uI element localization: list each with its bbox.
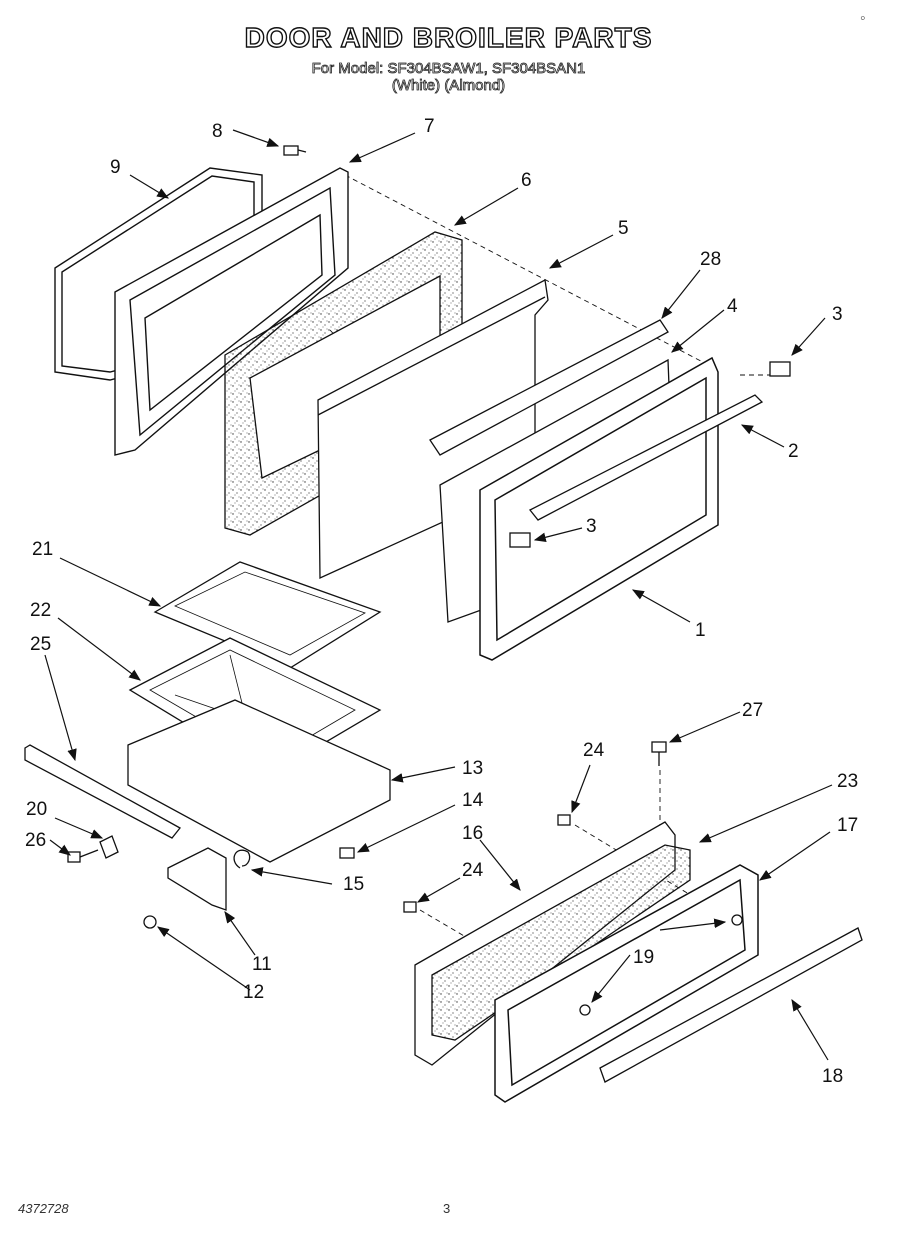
part-2-handle	[528, 394, 764, 521]
part-15-spring-clip	[233, 849, 251, 869]
callout-9: 9	[110, 157, 121, 178]
part-17-drawer-front	[494, 864, 759, 1103]
callout-19: 19	[633, 947, 654, 968]
callout-24-upper: 24	[583, 740, 605, 761]
callout-20: 20	[26, 799, 47, 820]
callout-4: 4	[727, 296, 738, 317]
part-3-handle-cap	[509, 361, 791, 548]
callout-3-lower: 3	[586, 516, 597, 537]
callout-8: 8	[212, 121, 223, 142]
part-26-screw	[67, 849, 99, 863]
callout-7: 7	[424, 116, 435, 137]
part-11-bracket	[167, 847, 227, 911]
part-19-washer	[579, 914, 743, 1016]
page-title: DOOR AND BROILER PARTS	[244, 21, 653, 53]
callout-27: 27	[742, 700, 763, 721]
color-line: (White) (Almond)	[391, 77, 506, 95]
callout-labels: 1 2 3 3 4 5 6 7 8 9 11 12 13 14 15 16 17…	[25, 116, 858, 1087]
part-24-screw	[403, 814, 571, 913]
part-8-screw	[283, 145, 307, 156]
part-5-inner-panel	[317, 278, 549, 580]
callout-23: 23	[837, 771, 858, 792]
callout-6: 6	[521, 170, 532, 191]
corner-mark: ◦	[860, 10, 866, 27]
leader-lines	[44, 129, 833, 1061]
callout-18: 18	[822, 1066, 843, 1087]
model-line: For Model: SF304BSAW1, SF304BSAN1	[311, 60, 586, 78]
part-18-trim	[599, 927, 863, 1083]
callout-3-upper: 3	[832, 304, 843, 325]
doc-code: 4372728	[18, 1201, 69, 1216]
part-21-broiler-grid	[153, 561, 382, 669]
callout-22: 22	[30, 600, 51, 621]
callout-14: 14	[462, 790, 484, 811]
page-number: 3	[443, 1201, 451, 1216]
callout-25: 25	[30, 634, 51, 655]
callout-28: 28	[700, 249, 721, 270]
callout-24-lower: 24	[462, 860, 484, 881]
part-7-outer-door	[114, 167, 349, 456]
callout-11: 11	[252, 954, 272, 975]
part-27-screw	[651, 741, 667, 766]
callout-21: 21	[32, 539, 53, 560]
callout-1: 1	[695, 620, 706, 641]
part-23-insulation	[431, 844, 691, 1041]
part-1-front-door	[479, 356, 719, 661]
callout-15: 15	[343, 874, 364, 895]
callout-26: 26	[25, 830, 46, 851]
part-13-broiler-drawer	[127, 699, 391, 863]
callout-5: 5	[618, 218, 629, 239]
callout-16: 16	[462, 823, 483, 844]
callout-2: 2	[788, 441, 799, 462]
callout-17: 17	[837, 815, 858, 836]
part-28-channel	[429, 319, 669, 456]
part-25-rail	[24, 744, 181, 839]
part-14-fastener	[339, 847, 355, 859]
callout-12: 12	[243, 982, 264, 1003]
part-20-clip	[99, 835, 119, 859]
part-12-bumper	[143, 915, 157, 929]
callout-13: 13	[462, 758, 483, 779]
